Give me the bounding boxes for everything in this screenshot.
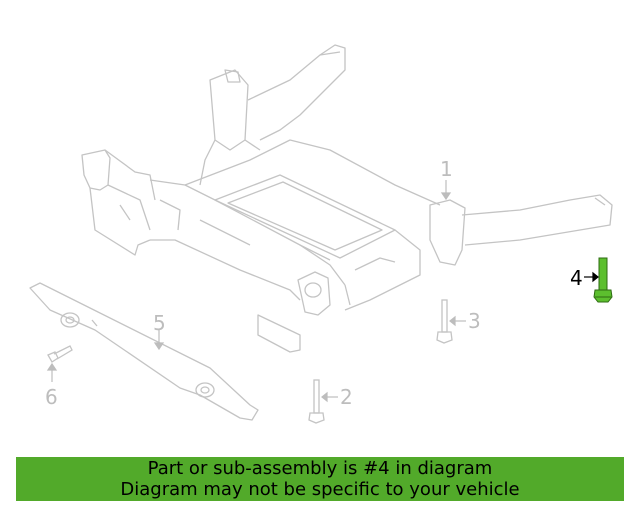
bolt-part-3 — [436, 299, 453, 344]
bolt-part-2 — [308, 379, 325, 424]
callout-label-5: 5 — [153, 311, 166, 335]
callout-label-1: 1 — [440, 157, 453, 181]
info-banner: Part or sub-assembly is #4 in diagram Di… — [16, 457, 624, 501]
callout-arrows — [46, 180, 466, 403]
banner-line-2: Diagram may not be specific to your vehi… — [120, 479, 520, 500]
reinforcement-bar-part-5 — [29, 282, 259, 421]
callout-label-6: 6 — [45, 385, 58, 409]
bolt-part-6 — [47, 345, 73, 363]
callout-arrow-4 — [584, 271, 599, 283]
callout-label-4[interactable]: 4 — [570, 266, 583, 290]
banner-line-1: Part or sub-assembly is #4 in diagram — [147, 458, 493, 479]
bolt-part-4-highlighted[interactable] — [593, 257, 613, 303]
callout-label-2: 2 — [340, 385, 353, 409]
subframe-part-1 — [81, 44, 613, 353]
parts-diagram: 1 2 3 4 5 6 — [29, 44, 613, 424]
callout-label-3: 3 — [468, 309, 481, 333]
